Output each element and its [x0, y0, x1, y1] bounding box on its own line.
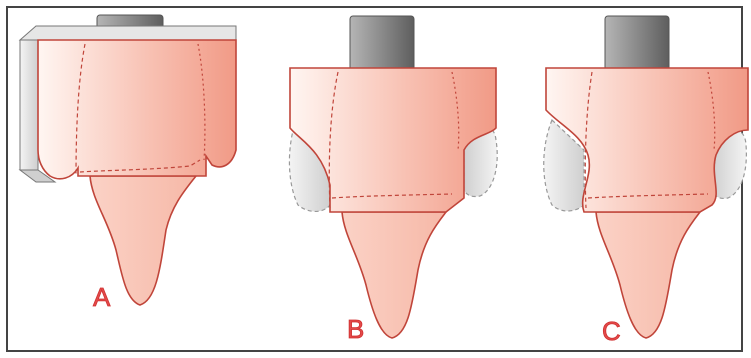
- label-c: C: [602, 316, 621, 346]
- label-b: B: [347, 314, 364, 344]
- figure-a: A: [20, 15, 236, 312]
- figure-c: C: [544, 16, 748, 346]
- figure-b: B: [289, 16, 497, 344]
- abutment-b: [350, 16, 414, 70]
- gray-block-a: [20, 26, 236, 40]
- label-a: A: [93, 282, 111, 312]
- abutment-c: [605, 16, 669, 70]
- crown-a: [38, 40, 236, 179]
